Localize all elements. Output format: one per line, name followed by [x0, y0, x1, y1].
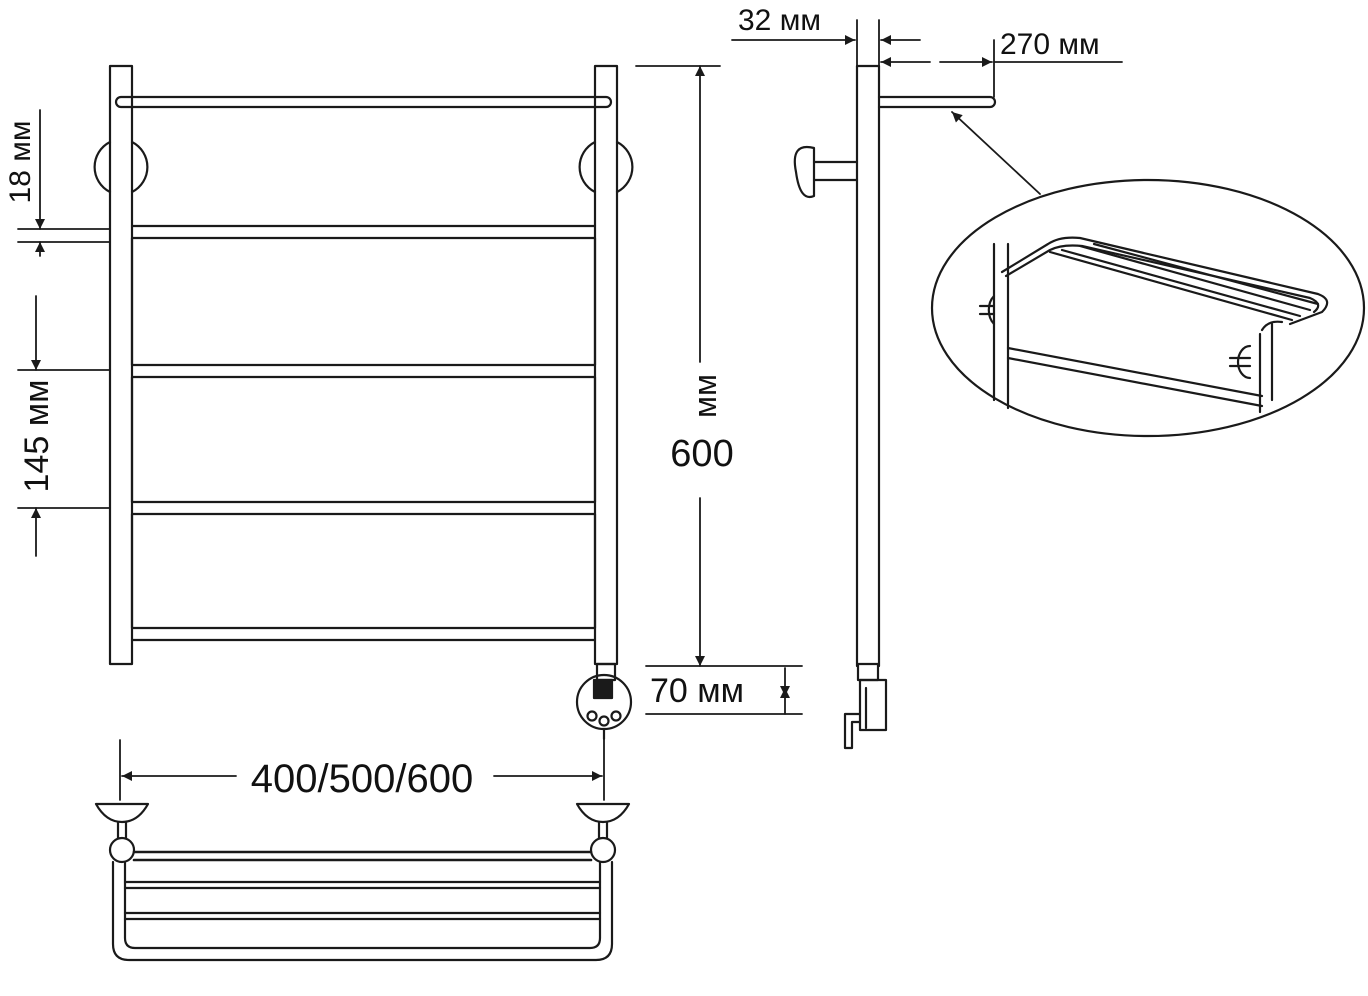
side-dimension-lines — [731, 19, 1123, 98]
left-wall-mount — [93, 140, 112, 194]
heater-connector — [595, 662, 617, 682]
shelf-inner-frame — [123, 860, 602, 950]
side-shelf — [877, 95, 997, 109]
detail-ellipse — [930, 178, 1366, 438]
rung — [130, 512, 597, 630]
height-value-label: 600 — [670, 433, 733, 475]
right-wall-mount — [578, 140, 597, 194]
tube-diameter-label: 32 мм — [738, 4, 821, 37]
control-button — [610, 710, 622, 722]
shelf-depth-label: 270 мм — [1000, 28, 1100, 61]
shelf-outer-frame — [111, 860, 614, 962]
front-view — [93, 64, 634, 741]
gap-label: 18 мм — [4, 121, 37, 204]
rung — [130, 236, 597, 367]
top-shelf-rail — [114, 95, 613, 109]
left-top-collar — [108, 836, 136, 864]
right-vertical-tube — [593, 64, 619, 666]
control-button — [598, 715, 610, 727]
pitch-label: 145 мм — [18, 380, 56, 493]
left-top-bracket — [94, 802, 150, 824]
right-top-bracket — [575, 802, 631, 824]
side-heater-connector — [856, 662, 880, 682]
side-controller-body — [858, 678, 888, 732]
right-top-collar — [589, 836, 617, 864]
side-wall-mount — [793, 145, 816, 199]
dimension-lines — [17, 65, 803, 801]
width-label: 400/500/600 — [251, 757, 473, 801]
left-vertical-tube — [108, 64, 134, 666]
control-button — [586, 710, 598, 722]
detail-callout — [930, 111, 1366, 438]
thermostat-display — [592, 678, 614, 700]
height-unit-label: мм — [687, 374, 723, 418]
top-view — [94, 802, 631, 962]
bottom-offset-label: 70 мм — [650, 672, 744, 710]
side-view — [793, 64, 997, 750]
detail-shelf — [1000, 236, 1329, 326]
rung — [130, 375, 597, 504]
